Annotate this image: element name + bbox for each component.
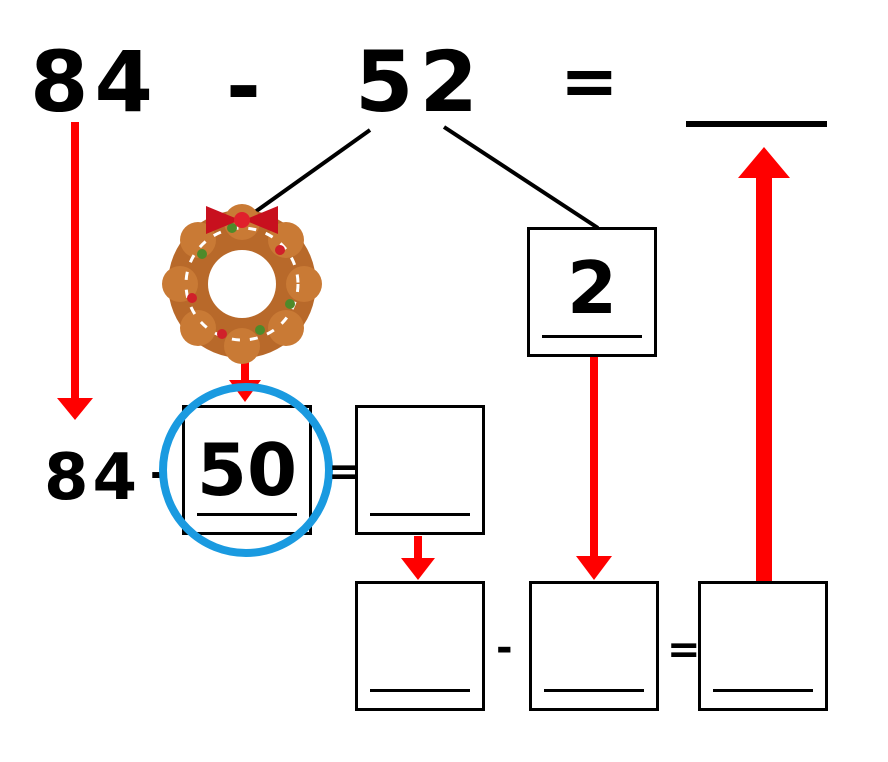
branch-line-left [253, 128, 372, 214]
answer-blank-line [686, 121, 827, 127]
tens-part-value: 50 [196, 428, 298, 512]
branch-line-right [442, 125, 600, 230]
step2-middle-box[interactable] [529, 581, 659, 711]
top-operator: - [226, 37, 261, 135]
step2-middle-underline [544, 689, 644, 692]
step2-left-underline [370, 689, 470, 692]
step2-answer-box[interactable] [698, 581, 828, 711]
top-subtrahend: 52 [355, 33, 484, 131]
step2-equals: = [667, 627, 701, 673]
step2-answer-underline [713, 689, 813, 692]
arrow-minuend-down [57, 122, 93, 420]
top-minuend: 84 [30, 33, 159, 131]
step1-minuend: 84 [44, 441, 142, 515]
arrow-step1-down [401, 536, 435, 580]
step1-result-box[interactable] [355, 405, 485, 535]
tens-part-box: 50 [182, 405, 312, 535]
ones-part-underline [542, 335, 642, 338]
step1-result-underline [370, 513, 470, 516]
step2-left-box[interactable] [355, 581, 485, 711]
ones-part-value: 2 [566, 246, 618, 330]
gingerbread-wreath-icon [162, 204, 322, 364]
tens-part-underline [197, 513, 297, 516]
arrow-answer-up [738, 147, 790, 581]
step2-operator: - [496, 625, 513, 671]
arrow-ones-down [576, 356, 612, 580]
step1-operator: - [150, 448, 168, 497]
ones-part-box: 2 [527, 227, 657, 357]
top-equals: = [560, 40, 619, 122]
